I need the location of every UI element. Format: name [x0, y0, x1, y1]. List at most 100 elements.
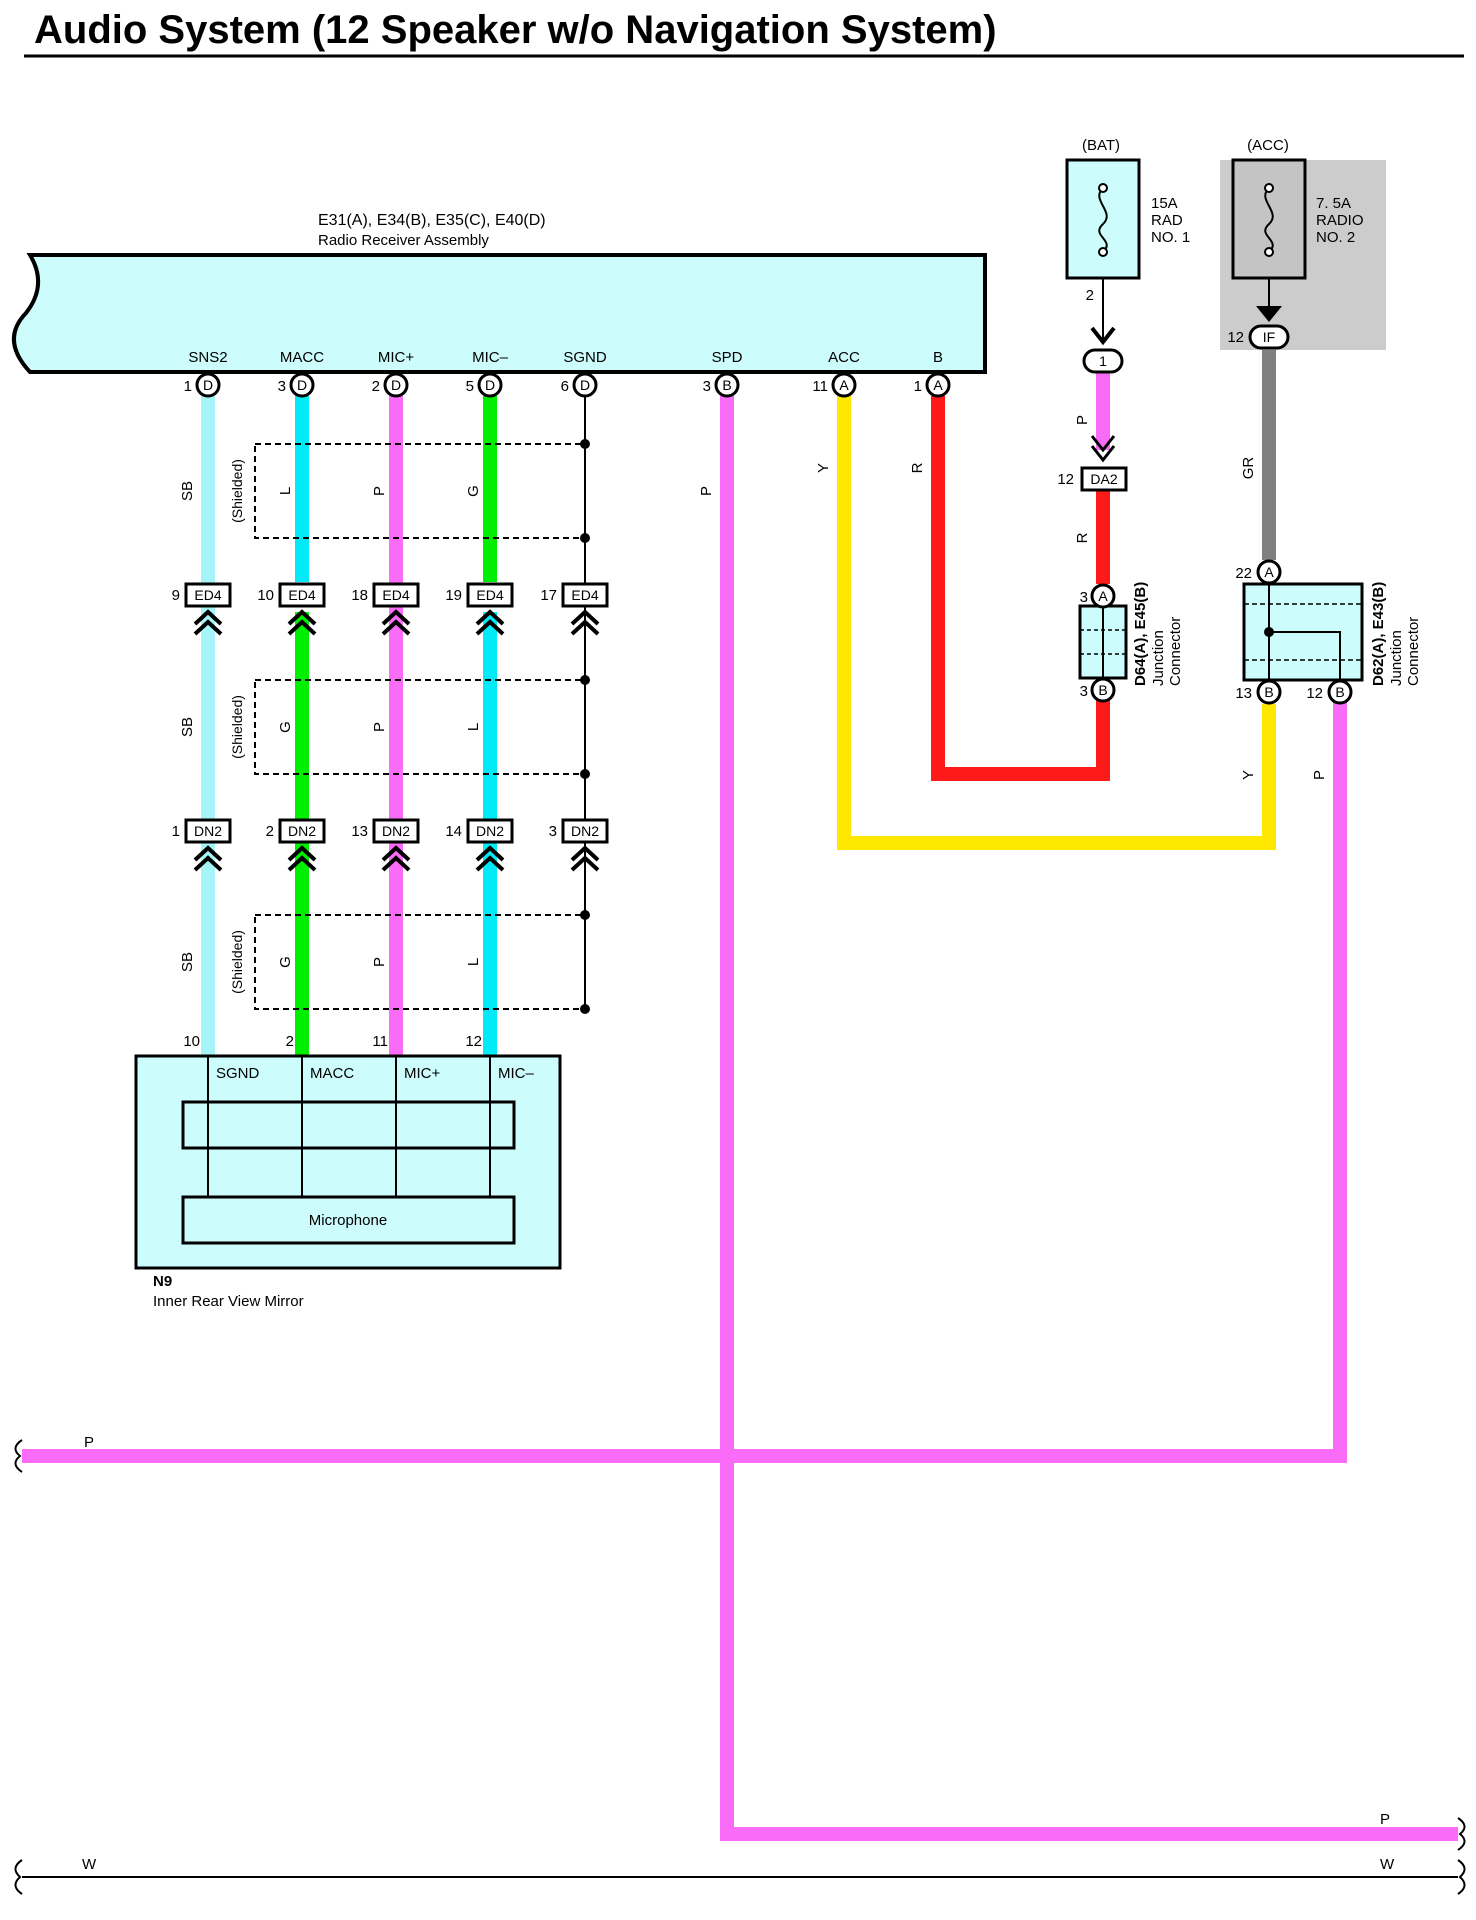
radio-terminal-label: SGND	[563, 349, 607, 366]
jc1-type-2: Connector	[1167, 617, 1184, 686]
microphone-label: Microphone	[309, 1212, 387, 1229]
wire-color-label: P	[1074, 415, 1091, 425]
dn2-connector	[466, 818, 514, 844]
wire-color-label: P	[371, 486, 388, 496]
wire-color-label: L	[465, 723, 482, 731]
acc-fuse-block: (ACC) 7. 5A RADIO NO. 2 IF 12	[1220, 137, 1386, 350]
jc1-bottom-terminal-letter: B	[1098, 682, 1107, 698]
ed4-connector	[466, 582, 514, 608]
bat-fuse-block: (BAT) 15A RAD NO. 1 2 1	[1065, 137, 1190, 374]
radio-terminal-label: MACC	[280, 349, 324, 366]
ed4-connector	[278, 582, 326, 608]
wire-jc2-12	[22, 700, 1347, 1463]
radio-terminal-label: SPD	[712, 349, 743, 366]
mirror-inner-bar	[181, 1100, 516, 1150]
ed4-name: ED4	[476, 587, 503, 603]
dn2-name: DN2	[571, 823, 599, 839]
radio-terminal-conn-letter: D	[580, 377, 590, 393]
shielded-label: (Shielded)	[229, 695, 245, 759]
ed4-pin: 10	[257, 587, 274, 604]
shield-box	[254, 679, 586, 775]
radio-terminal-conn-letter: D	[485, 377, 495, 393]
wire-color-label: GR	[1240, 457, 1257, 480]
dn2-connector	[184, 818, 232, 844]
radio-terminal-conn-letter: B	[722, 377, 731, 393]
radio-terminal-conn	[195, 372, 221, 398]
bat-fuse-icon	[1098, 187, 1108, 253]
dn2-pin: 13	[351, 823, 368, 840]
radio-terminal-pin: 3	[278, 378, 286, 395]
acc-source: (ACC)	[1247, 137, 1289, 154]
wire-color-label: L	[465, 958, 482, 966]
radio-connectors: E31(A), E34(B), E35(C), E40(D)	[318, 212, 546, 229]
jc2-top-terminal	[1256, 559, 1282, 585]
page-title: Audio System (12 Speaker w/o Navigation …	[34, 8, 997, 52]
mirror-pin: 12	[465, 1033, 482, 1050]
da2-name: DA2	[1090, 471, 1117, 487]
wire-color-label: P	[371, 722, 388, 732]
wire-color-label: P	[698, 486, 715, 496]
wire-color-label: Y	[1240, 770, 1257, 780]
jc2-b2-pin: 12	[1306, 685, 1323, 702]
acc-fuse-name: RADIO	[1316, 212, 1364, 229]
mirror-pin: 10	[183, 1033, 200, 1050]
wire-b	[931, 396, 1110, 781]
wire-color-label: G	[277, 721, 294, 733]
ed4-connector	[184, 582, 232, 608]
bat-source: (BAT)	[1082, 137, 1120, 154]
jc2-type-1: Junction	[1388, 630, 1405, 686]
shield-box	[254, 443, 586, 539]
radio-terminal-conn	[714, 372, 740, 398]
radio-terminal-pin: 2	[372, 378, 380, 395]
dn2-pin: 14	[445, 823, 462, 840]
radio-terminal-pin: 3	[703, 378, 711, 395]
wire-acc	[837, 396, 1276, 850]
jc1-top-pin: 3	[1080, 589, 1088, 606]
radio-terminal-conn-letter: A	[839, 377, 849, 393]
mirror-terminal-label: MIC–	[498, 1065, 534, 1082]
microphone-box	[181, 1195, 516, 1245]
radio-terminal-conn	[289, 372, 315, 398]
jc1-bottom-pin: 3	[1080, 683, 1088, 700]
mirror-pin: 2	[286, 1033, 294, 1050]
radio-terminal-pin: 6	[561, 378, 569, 395]
bus-w-right: W	[1380, 1856, 1395, 1873]
acc-fuse-icon	[1264, 187, 1274, 253]
bat-fuse-name: RAD	[1151, 212, 1183, 229]
inner-rear-view-mirror: Microphone N9 Inner Rear View Mirror	[134, 1054, 562, 1310]
inline-connector-1-label: 1	[1099, 353, 1107, 369]
radio-name: Radio Receiver Assembly	[318, 232, 489, 249]
dn2-name: DN2	[382, 823, 410, 839]
ed4-pin: 9	[172, 587, 180, 604]
acc-conn-name: IF	[1263, 329, 1275, 345]
wire-color-label: L	[277, 487, 294, 495]
acc-conn-pin: 12	[1227, 329, 1244, 346]
radio-terminal-conn-letter: D	[297, 377, 307, 393]
dn2-connector	[372, 818, 420, 844]
bat-fuse-box	[1065, 158, 1141, 280]
wire-color-label: R	[1074, 532, 1091, 543]
mirror-terminal-label: SGND	[216, 1065, 260, 1082]
radio-terminal-pin: 11	[812, 378, 828, 395]
bus-p-right: P	[1380, 1811, 1390, 1828]
wire-color-label: P	[1311, 770, 1328, 780]
acc-fuse-rating: 7. 5A	[1316, 195, 1351, 212]
bus-p-left: P	[84, 1434, 94, 1451]
dn2-connector	[561, 818, 609, 844]
connector-da2: DA2 12	[1057, 435, 1128, 492]
bat-fuse-rating: 15A	[1151, 195, 1178, 212]
jc2-b1-terminal-letter: B	[1264, 684, 1273, 700]
mirror-terminal-label: MACC	[310, 1065, 354, 1082]
jc1-top-terminal	[1090, 583, 1116, 609]
radio-terminal-conn	[383, 372, 409, 398]
jc2-top-pin: 22	[1235, 565, 1252, 582]
wire-color-label: P	[371, 957, 388, 967]
radio-terminal-conn	[925, 372, 951, 398]
wire-color-label: G	[277, 956, 294, 968]
wire-color-label: SB	[179, 717, 196, 737]
mirror-pin: 11	[372, 1033, 388, 1050]
radio-terminal-label: ACC	[828, 349, 860, 366]
radio-body	[11, 253, 987, 374]
wire-color-label: G	[465, 485, 482, 497]
